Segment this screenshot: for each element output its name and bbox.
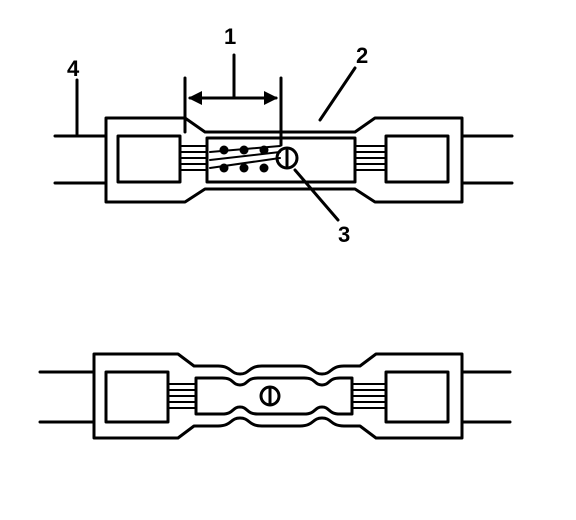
top-right-strands <box>354 145 387 171</box>
bottom-right-strands <box>351 383 387 409</box>
leader-3 <box>293 168 340 222</box>
leader-2 <box>318 66 357 122</box>
callout-2: 2 <box>356 43 368 68</box>
callout-1: 1 <box>224 24 236 49</box>
top-splice-figure: 1 2 3 4 <box>53 24 514 247</box>
top-inspection-hole <box>275 146 299 170</box>
bottom-left-strands <box>167 383 197 409</box>
top-sleeve-outline <box>104 116 464 204</box>
bottom-crimped-barrel <box>194 376 354 416</box>
top-left-strands <box>179 145 208 171</box>
bottom-left-insulation <box>104 370 170 424</box>
bottom-sleeve-outline <box>92 352 464 440</box>
callout-3: 3 <box>338 222 350 247</box>
top-right-insulation <box>384 134 450 184</box>
bottom-right-insulation <box>384 370 450 424</box>
top-wire-left <box>53 134 108 185</box>
dimension-strip-length <box>183 53 283 147</box>
top-left-insulation <box>116 134 182 184</box>
callout-4: 4 <box>67 56 80 81</box>
bottom-inspection-hole <box>259 385 281 407</box>
top-wire-right <box>460 134 514 185</box>
bottom-wire-left <box>38 370 96 424</box>
bottom-splice-figure <box>38 352 512 440</box>
bottom-wire-right <box>460 370 512 424</box>
top-barrel-strands <box>209 145 281 173</box>
